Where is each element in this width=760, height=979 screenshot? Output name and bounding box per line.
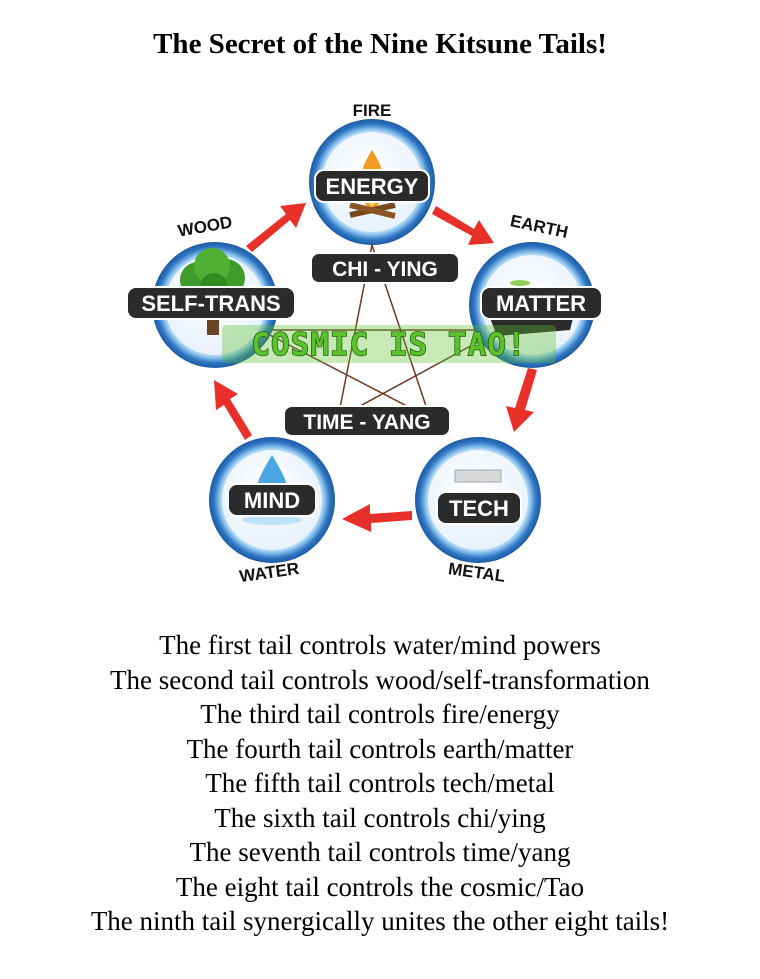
element-label-metal: METAL [447,559,506,586]
cycle-arrows [214,203,537,532]
arrow-metal-to-water [342,504,412,532]
svg-text:TECH: TECH [449,496,509,521]
tail-line-5: The fifth tail controls tech/metal [205,768,555,798]
tail-line-8: The eight tail controls the cosmic/Tao [175,871,585,902]
tail-line-6: The sixth tail controls chi/ying [214,802,546,833]
element-label-wood: WOOD [176,212,233,240]
arrow-fire-to-earth [432,206,494,245]
tail-line-1: The first tail controls water/mind power… [159,630,601,660]
svg-text:TIME - YANG: TIME - YANG [303,411,430,434]
svg-text:COSMIC IS TAO!: COSMIC IS TAO! [251,327,526,363]
element-label-water: WATER [238,559,300,586]
svg-text:MIND: MIND [244,488,300,513]
element-label-earth: EARTH [509,211,570,242]
tail-line-2: The second tail controls wood/self-trans… [110,664,650,695]
node-label-matter: MATTER [480,286,603,320]
node-label-energy: ENERGY [314,169,430,203]
arrow-wood-to-fire [246,203,306,252]
metal-bar-icon [454,469,502,483]
node-label-mind: MIND [227,483,317,517]
tail-line-7: The seventh tail controls time/yang [189,837,571,867]
svg-text:SELF-TRANS: SELF-TRANS [141,291,280,316]
tail-line-9: The ninth tail synergically unites the o… [90,906,670,936]
svg-text:MATTER: MATTER [496,291,586,316]
center-label-time-yang: TIME - YANG [283,405,451,437]
element-label-fire: FIRE [353,101,392,120]
tails-description: The first tail controls water/mind power… [0,628,760,939]
center-label-chi-ying: CHI - YING [310,252,460,284]
center-label-cosmic-is-tao: COSMIC IS TAO! [222,325,556,364]
arrow-earth-to-metal [506,368,537,432]
tail-line-4: The fourth tail controls earth/matter [186,733,574,764]
node-label-tech: TECH [436,491,522,525]
five-elements-diagram: FIRE EARTH WOOD WATER METAL ENERGY MATTE… [126,101,603,586]
arrow-water-to-wood [214,380,252,440]
svg-text:CHI - YING: CHI - YING [332,258,438,281]
page-title: The Secret of the Nine Kitsune Tails! [153,28,607,60]
svg-text:ENERGY: ENERGY [326,174,419,199]
node-label-self-trans: SELF-TRANS [126,286,296,320]
tail-line-3: The third tail controls fire/energy [200,699,560,729]
